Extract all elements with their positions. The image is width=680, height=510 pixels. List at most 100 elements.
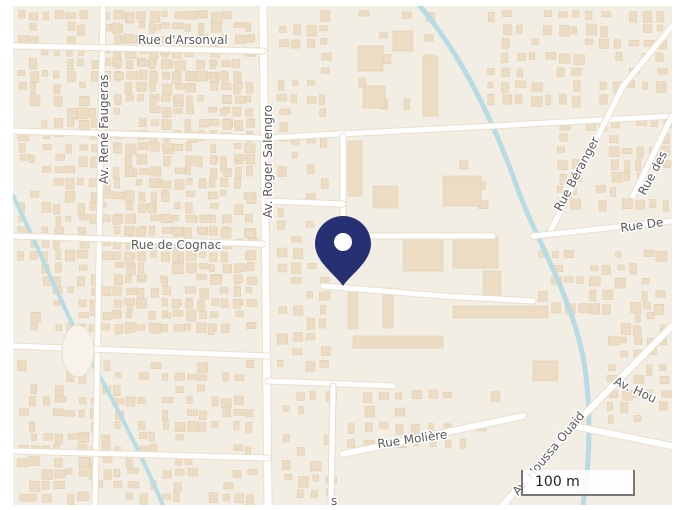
building — [659, 401, 668, 411]
building — [293, 247, 304, 259]
building — [646, 311, 655, 319]
building — [291, 348, 303, 356]
building — [607, 414, 614, 424]
building — [220, 166, 228, 173]
building — [138, 421, 146, 430]
building — [161, 192, 170, 202]
building — [277, 166, 287, 177]
building — [31, 433, 38, 441]
building — [219, 108, 228, 116]
building — [53, 95, 63, 107]
building — [209, 71, 217, 82]
building — [67, 21, 76, 31]
building — [65, 216, 72, 222]
building — [136, 12, 146, 19]
building — [67, 494, 74, 505]
building — [124, 322, 131, 334]
building — [195, 156, 203, 168]
building — [220, 83, 232, 90]
building — [306, 96, 317, 104]
building — [634, 311, 641, 323]
building — [175, 457, 183, 466]
building — [620, 323, 631, 335]
building — [632, 389, 644, 399]
building — [210, 22, 223, 33]
building — [196, 70, 208, 82]
building — [245, 153, 256, 165]
building — [125, 311, 132, 319]
building — [174, 202, 181, 210]
building — [147, 203, 156, 214]
building — [220, 298, 229, 308]
building — [28, 455, 40, 466]
building — [307, 38, 316, 48]
building — [307, 163, 315, 174]
building — [659, 364, 667, 371]
building — [175, 468, 185, 476]
building — [642, 11, 652, 23]
building — [137, 94, 144, 102]
building — [246, 263, 253, 272]
building — [78, 456, 90, 469]
building — [630, 302, 642, 313]
building — [102, 456, 113, 463]
building — [305, 221, 314, 228]
building — [244, 409, 254, 418]
building — [64, 12, 77, 19]
building — [655, 290, 666, 298]
building — [29, 421, 36, 433]
map-pin-icon[interactable] — [315, 216, 371, 286]
building — [113, 468, 121, 478]
building — [220, 34, 227, 46]
map-canvas[interactable]: Rue d'Arsonval Av. René Faugeras Av. Rog… — [13, 6, 672, 505]
building — [633, 374, 645, 384]
building — [362, 85, 386, 109]
building — [199, 310, 207, 319]
building — [576, 276, 584, 284]
building — [136, 298, 147, 309]
building — [17, 35, 29, 45]
building — [655, 250, 668, 262]
building — [528, 51, 536, 61]
building — [245, 95, 251, 102]
building — [319, 360, 329, 368]
map-view[interactable]: Rue d'Arsonval Av. René Faugeras Av. Rog… — [13, 6, 672, 505]
building — [559, 93, 567, 105]
building — [312, 474, 320, 482]
building — [642, 24, 652, 33]
building — [148, 225, 155, 236]
building — [243, 36, 251, 43]
building — [613, 39, 621, 49]
building — [17, 360, 27, 372]
label-rue-de: Rue De — [619, 215, 664, 235]
building — [219, 287, 229, 294]
building — [186, 251, 197, 261]
building — [208, 191, 218, 200]
building — [78, 409, 85, 418]
building — [556, 67, 565, 77]
building — [65, 165, 75, 173]
building — [161, 11, 168, 17]
building — [30, 383, 38, 394]
building — [184, 23, 191, 32]
building — [487, 68, 495, 75]
building — [246, 165, 253, 177]
building — [197, 34, 209, 44]
building — [305, 361, 316, 372]
building — [76, 24, 86, 36]
building — [136, 251, 146, 262]
building — [187, 409, 198, 416]
building — [171, 299, 181, 309]
building — [187, 373, 198, 380]
building — [198, 180, 207, 189]
building — [233, 444, 244, 451]
building — [394, 407, 406, 417]
building — [601, 11, 611, 18]
building — [54, 385, 64, 397]
building — [358, 10, 370, 17]
building — [41, 469, 53, 480]
building — [617, 264, 625, 271]
building — [64, 249, 76, 262]
building — [160, 180, 172, 189]
building — [150, 214, 161, 222]
